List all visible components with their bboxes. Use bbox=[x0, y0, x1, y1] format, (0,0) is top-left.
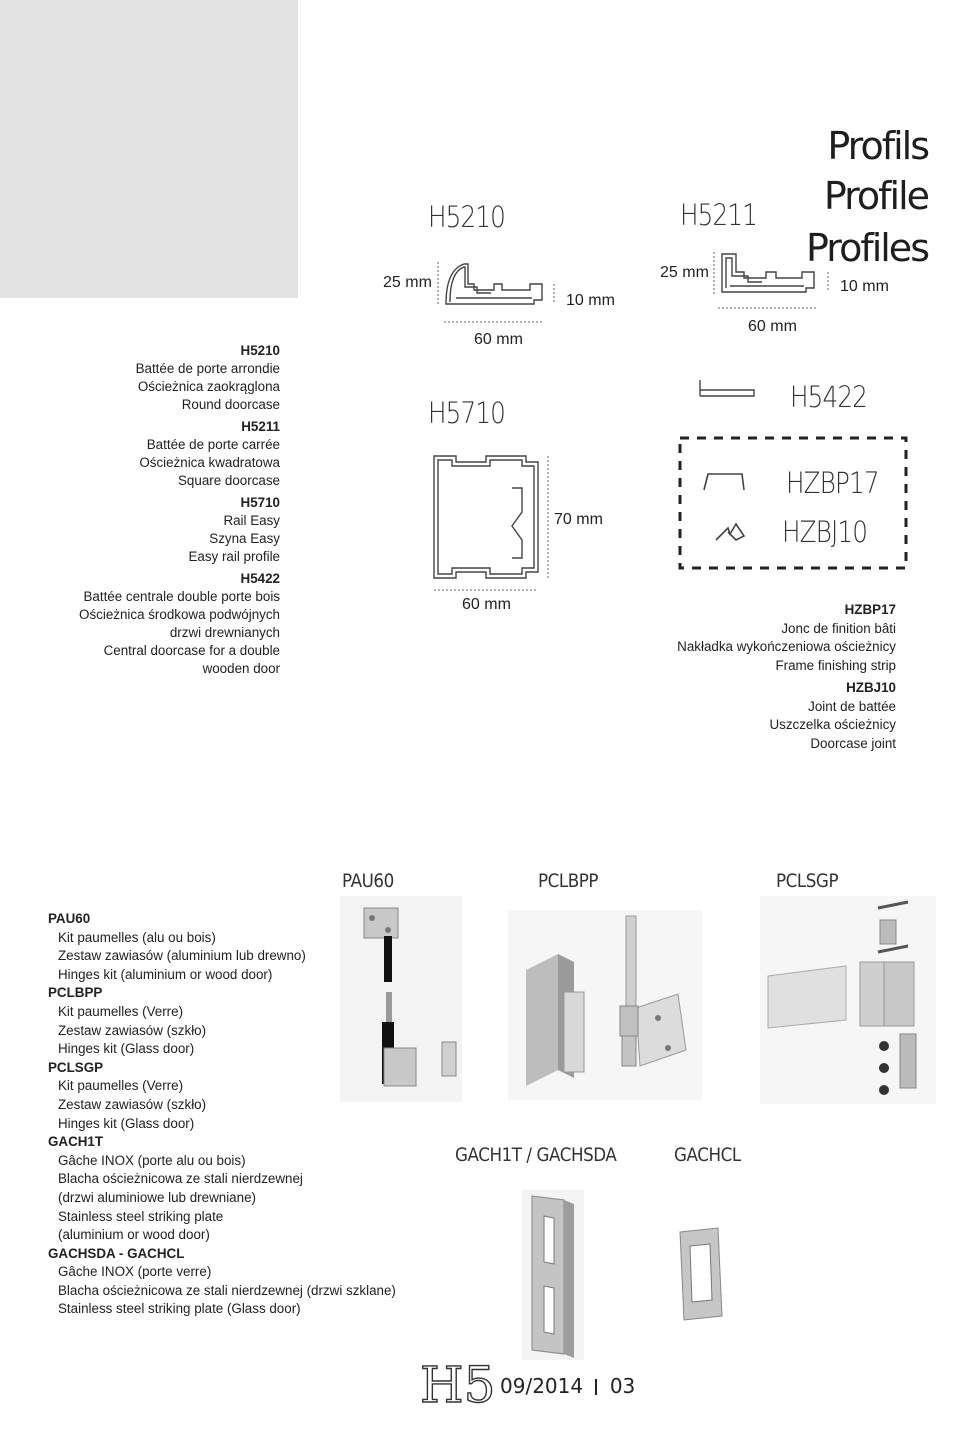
dashed-frame bbox=[678, 436, 908, 570]
product-label-gach: GACH1T / GACHSDA bbox=[455, 1144, 617, 1166]
dim-h5710-height: 70 mm bbox=[554, 511, 603, 528]
kit-line: Kit paumelles (Verre) bbox=[58, 1003, 184, 1019]
kit-code-gach1t: GACH1T bbox=[48, 1134, 104, 1150]
desc-line: Battée centrale double porte bois bbox=[83, 589, 280, 604]
profile-drawing-h5710 bbox=[433, 455, 549, 591]
desc-code-h5710: H5710 bbox=[240, 495, 280, 510]
product-label-pclsgp: PCLSGP bbox=[776, 870, 839, 892]
title-panel bbox=[0, 0, 298, 298]
product-label-pau60: PAU60 bbox=[342, 870, 394, 892]
kit-line: Gâche INOX (porte alu ou bois) bbox=[58, 1152, 246, 1168]
profile-label-h5422: H5422 bbox=[790, 380, 868, 414]
desc-line: Rail Easy bbox=[223, 513, 280, 528]
dim-h5210-height: 25 mm bbox=[383, 274, 432, 291]
kit-line: (aluminium or wood door) bbox=[58, 1227, 210, 1243]
kit-line: Zestaw zawiasów (szkło) bbox=[58, 1096, 207, 1112]
kit-line: Zestaw zawiasów (aluminium lub drewno) bbox=[58, 948, 306, 964]
desc-line: Central doorcase for a double bbox=[103, 643, 280, 658]
hzbj10-drawing bbox=[715, 522, 746, 541]
desc-line: Round doorcase bbox=[181, 397, 280, 412]
kit-line: Stainless steel striking plate (Glass do… bbox=[58, 1301, 301, 1317]
profile-descriptions: H5210 Battée de porte arrondie Ościeżnic… bbox=[20, 338, 280, 678]
desc-code-hzbp17: HZBP17 bbox=[844, 602, 896, 617]
desc-line: Szyna Easy bbox=[209, 531, 280, 546]
kit-line: Blacha ościeżnicowa ze stali nierdzewnej bbox=[58, 1171, 303, 1187]
profile-label-hzbp17: HZBP17 bbox=[786, 466, 880, 500]
hzbp17-drawing bbox=[703, 473, 745, 491]
dim-h5210-lip: 10 mm bbox=[566, 292, 615, 309]
gach1t-gachsda-image bbox=[522, 1190, 584, 1360]
footer-pagination: 09/2014 03 bbox=[500, 1374, 635, 1398]
desc-line: Jonc de finition bâti bbox=[781, 620, 896, 636]
desc-line: Battée de porte carrée bbox=[146, 437, 280, 452]
kit-line: (drzwi aluminiowe lub drewniane) bbox=[58, 1189, 256, 1205]
product-label-gachcl: GACHCL bbox=[674, 1144, 741, 1166]
footer-page-number: 03 bbox=[609, 1374, 636, 1398]
desc-line: Battée de porte arrondie bbox=[135, 361, 280, 376]
dim-h5211-lip: 10 mm bbox=[840, 278, 889, 295]
kit-descriptions: PAU60 Kit paumelles (alu ou bois) Zestaw… bbox=[48, 910, 428, 1319]
product-label-pclbpp: PCLBPP bbox=[538, 870, 599, 892]
desc-code-h5422: H5422 bbox=[240, 571, 280, 586]
footer-date: 09/2014 bbox=[500, 1374, 584, 1398]
desc-line: Ościeżnica zaokrąglona bbox=[137, 379, 280, 394]
profile-drawing-h5211 bbox=[713, 252, 829, 309]
pclbpp-image bbox=[508, 910, 702, 1100]
dim-h5211-width: 60 mm bbox=[748, 318, 797, 335]
desc-line: wooden door bbox=[202, 661, 280, 676]
desc-line: Frame finishing strip bbox=[775, 657, 896, 673]
kit-line: Hinges kit (Glass door) bbox=[58, 1115, 195, 1131]
kit-code-pau60: PAU60 bbox=[48, 911, 91, 926]
pclsgp-image bbox=[760, 896, 936, 1104]
desc-line: Joint de battée bbox=[808, 698, 896, 714]
desc-code-h5210: H5210 bbox=[240, 343, 280, 358]
kit-line: Hinges kit (aluminium or wood door) bbox=[58, 966, 273, 982]
title-pl: Profile bbox=[823, 174, 930, 218]
profile-drawing-h5210 bbox=[437, 262, 555, 323]
desc-line: Doorcase joint bbox=[810, 735, 896, 751]
footer-logo: H5 bbox=[419, 1356, 496, 1414]
kit-line: Kit paumelles (Verre) bbox=[58, 1078, 184, 1094]
kit-line: Kit paumelles (alu ou bois) bbox=[58, 929, 216, 945]
profile-label-h5210: H5210 bbox=[428, 200, 506, 234]
desc-line: Easy rail profile bbox=[188, 549, 280, 564]
profile-label-h5710: H5710 bbox=[428, 396, 506, 430]
kit-line: Zestaw zawiasów (szkło) bbox=[58, 1022, 207, 1038]
strip-descriptions: HZBP17 Jonc de finition bâti Nakładka wy… bbox=[596, 597, 896, 753]
dim-h5710-width: 60 mm bbox=[462, 596, 511, 613]
dim-h5211-height: 25 mm bbox=[660, 264, 709, 281]
kit-line: Hinges kit (Glass door) bbox=[58, 1041, 195, 1057]
desc-code-h5211: H5211 bbox=[241, 419, 280, 434]
desc-line: drzwi drewnianych bbox=[169, 625, 280, 640]
desc-line: Ościeżnica środkowa podwójnych bbox=[79, 607, 280, 622]
profile-drawing-h5422 bbox=[699, 380, 755, 397]
pau60-image bbox=[340, 896, 462, 1102]
desc-line: Ościeżnica kwadratowa bbox=[139, 455, 280, 470]
kit-line: Gâche INOX (porte verre) bbox=[58, 1264, 212, 1280]
kit-code-pclbpp: PCLBPP bbox=[48, 985, 103, 1001]
title-fr: Profils bbox=[827, 124, 930, 168]
kit-line: Stainless steel striking plate bbox=[58, 1208, 224, 1224]
kit-line: Blacha ościeżnicowa ze stali nierdzewnej… bbox=[58, 1282, 396, 1298]
kit-code-pclsgp: PCLSGP bbox=[48, 1059, 104, 1075]
dim-h5210-width: 60 mm bbox=[474, 331, 523, 348]
desc-line: Square doorcase bbox=[178, 473, 280, 488]
desc-line: Uszczelka ościeżnicy bbox=[769, 717, 896, 732]
desc-line: Nakładka wykończeniowa ościeżnicy bbox=[677, 639, 896, 654]
desc-code-hzbj10: HZBJ10 bbox=[846, 680, 896, 695]
footer-separator bbox=[595, 1379, 598, 1395]
kit-code-gachsda-gachcl: GACHSDA - GACHCL bbox=[48, 1245, 185, 1261]
profile-label-hzbj10: HZBJ10 bbox=[782, 515, 868, 549]
gachcl-image bbox=[679, 1227, 723, 1321]
title-en: Profiles bbox=[806, 226, 930, 270]
profile-label-h5211: H5211 bbox=[680, 198, 758, 232]
